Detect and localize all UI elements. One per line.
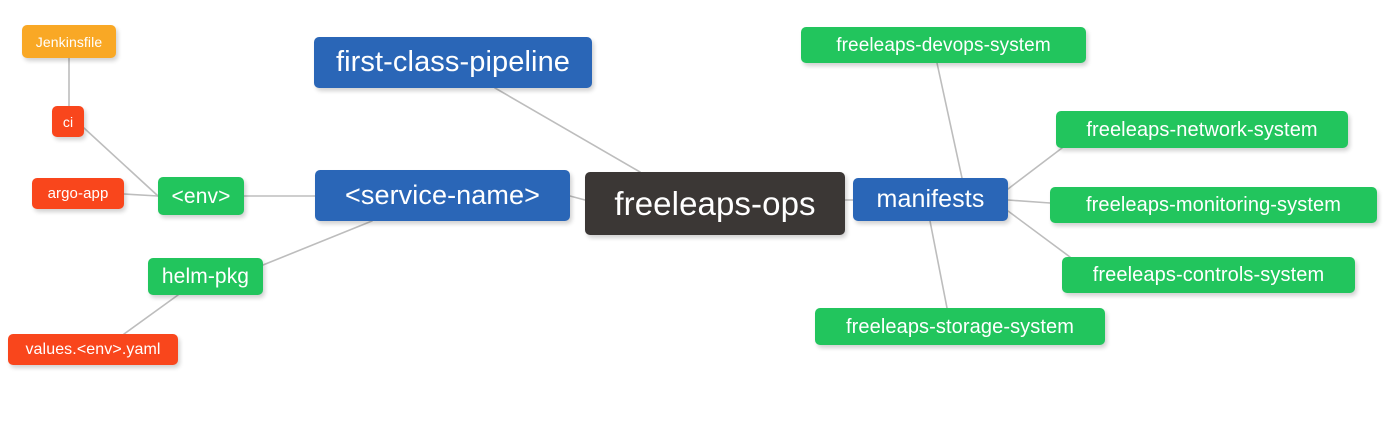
node-freeleaps-ops[interactable]: freeleaps-ops [585,172,845,235]
node-label-jenkinsfile: Jenkinsfile [35,33,103,50]
edge-freeleaps-devops-system-to-manifests [936,62,963,179]
edge-values-yaml-to-helm-pkg [123,294,179,335]
node-freeleaps-storage-system[interactable]: freeleaps-storage-system [815,308,1105,345]
node-first-class-pipeline[interactable]: first-class-pipeline [314,37,592,88]
edge-service-name-to-freeleaps-ops [569,195,586,201]
node-argo-app[interactable]: argo-app [32,178,124,209]
node-freeleaps-network-system[interactable]: freeleaps-network-system [1056,111,1348,148]
node-manifests[interactable]: manifests [853,178,1008,221]
node-freeleaps-devops-system[interactable]: freeleaps-devops-system [801,27,1086,63]
node-service-name[interactable]: <service-name> [315,170,570,221]
node-label-freeleaps-controls-system: freeleaps-controls-system [1092,264,1325,286]
edge-argo-app-to-env [123,193,159,197]
node-label-values-yaml: values.<env>.yaml [25,340,161,358]
node-label-argo-app: argo-app [47,185,109,202]
node-label-first-class-pipeline: first-class-pipeline [335,46,571,78]
node-label-freeleaps-storage-system: freeleaps-storage-system [845,315,1075,338]
node-label-env: <env> [171,184,231,208]
node-label-service-name: <service-name> [345,180,540,210]
edge-first-class-pipeline-to-freeleaps-ops [494,87,641,173]
node-env[interactable]: <env> [158,177,244,215]
node-helm-pkg[interactable]: helm-pkg [148,258,263,295]
node-values-yaml[interactable]: values.<env>.yaml [8,334,178,365]
edge-freeleaps-storage-system-to-manifests [929,220,948,309]
node-jenkinsfile[interactable]: Jenkinsfile [22,25,116,58]
node-label-helm-pkg: helm-pkg [161,265,250,288]
node-freeleaps-monitoring-system[interactable]: freeleaps-monitoring-system [1050,187,1377,223]
node-freeleaps-controls-system[interactable]: freeleaps-controls-system [1062,257,1355,293]
node-ci[interactable]: ci [52,106,84,137]
node-label-ci: ci [62,113,74,130]
node-label-freeleaps-ops: freeleaps-ops [614,185,816,222]
edge-freeleaps-monitoring-system-to-manifests [1007,199,1051,204]
edge-freeleaps-network-system-to-manifests [1007,147,1063,190]
node-label-manifests: manifests [876,185,985,213]
node-label-freeleaps-monitoring-system: freeleaps-monitoring-system [1085,194,1341,216]
node-label-freeleaps-devops-system: freeleaps-devops-system [836,34,1051,56]
node-label-freeleaps-network-system: freeleaps-network-system [1086,118,1318,141]
edge-helm-pkg-to-service-name [262,220,373,266]
